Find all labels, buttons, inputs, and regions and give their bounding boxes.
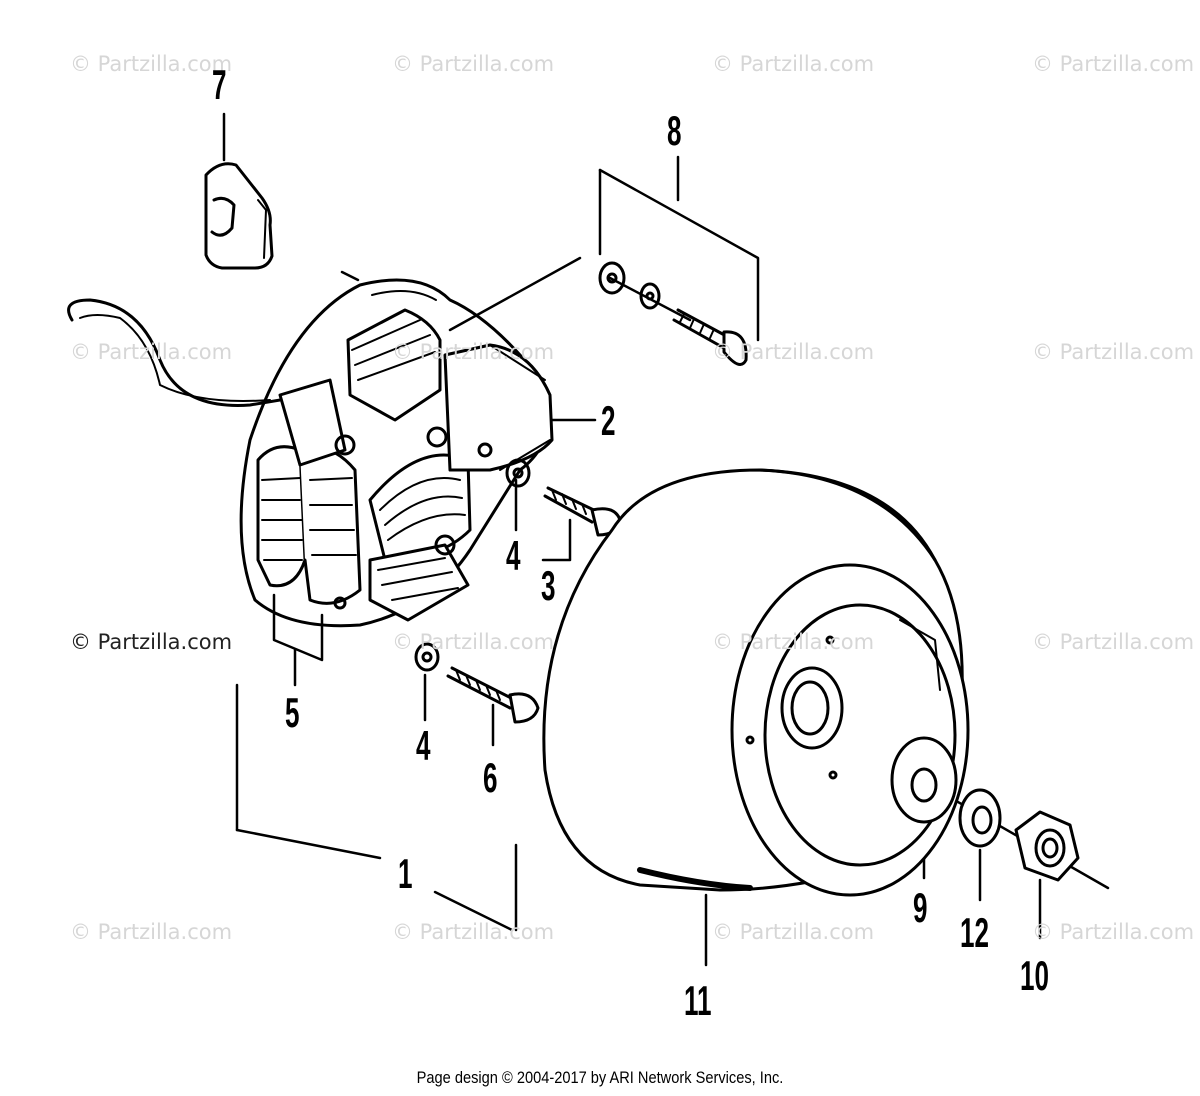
watermark: © Partzilla.com [1032,630,1195,654]
watermark: © Partzilla.com [392,630,555,654]
wire-harness [67,298,312,407]
watermark: © Partzilla.com [70,340,233,364]
callout-11[interactable]: 11 [684,977,712,1024]
watermark: © Partzilla.com [1032,52,1195,76]
part-7-cap [204,162,274,270]
callout-5[interactable]: 5 [285,689,300,736]
callout-6[interactable]: 6 [483,754,498,801]
part-4-washer-lower [414,642,440,672]
part-12-lock-washer [958,788,1002,848]
callout-10[interactable]: 10 [1020,952,1049,999]
page-footer: Page design © 2004-2017 by ARI Network S… [416,1068,784,1087]
callout-7[interactable]: 7 [212,61,227,108]
watermark: © Partzilla.com [712,630,875,654]
callout-3[interactable]: 3 [541,562,556,609]
part-10-nut [1014,810,1080,882]
part-6-screw [446,666,540,724]
part-8-screw-set [598,261,748,366]
callout-4-upper[interactable]: 4 [506,532,521,579]
callout-1[interactable]: 1 [398,850,413,897]
watermark: © Partzilla.com [70,52,233,76]
watermark: © Partzilla.com [1032,340,1195,364]
part-9-washer [890,736,958,824]
callout-8[interactable]: 8 [667,107,682,154]
callout-9[interactable]: 9 [913,884,928,931]
watermark: © Partzilla.com [392,340,555,364]
stator-assembly [239,278,554,628]
watermark: © Partzilla.com [70,920,233,944]
watermark: © Partzilla.com [1032,920,1195,944]
part-4-washer-upper [505,458,531,488]
part-3-screw [543,486,622,537]
watermark: © Partzilla.com [712,920,875,944]
watermark: © Partzilla.com [712,52,875,76]
watermark: © Partzilla.com [392,52,555,76]
callout-2[interactable]: 2 [601,397,616,444]
callout-12[interactable]: 12 [960,909,989,956]
watermark: © Partzilla.com [392,920,555,944]
part-11-flywheel [542,468,970,897]
watermark: © Partzilla.com [712,340,875,364]
watermark: © Partzilla.com [70,630,233,654]
callout-4-lower[interactable]: 4 [416,722,431,769]
